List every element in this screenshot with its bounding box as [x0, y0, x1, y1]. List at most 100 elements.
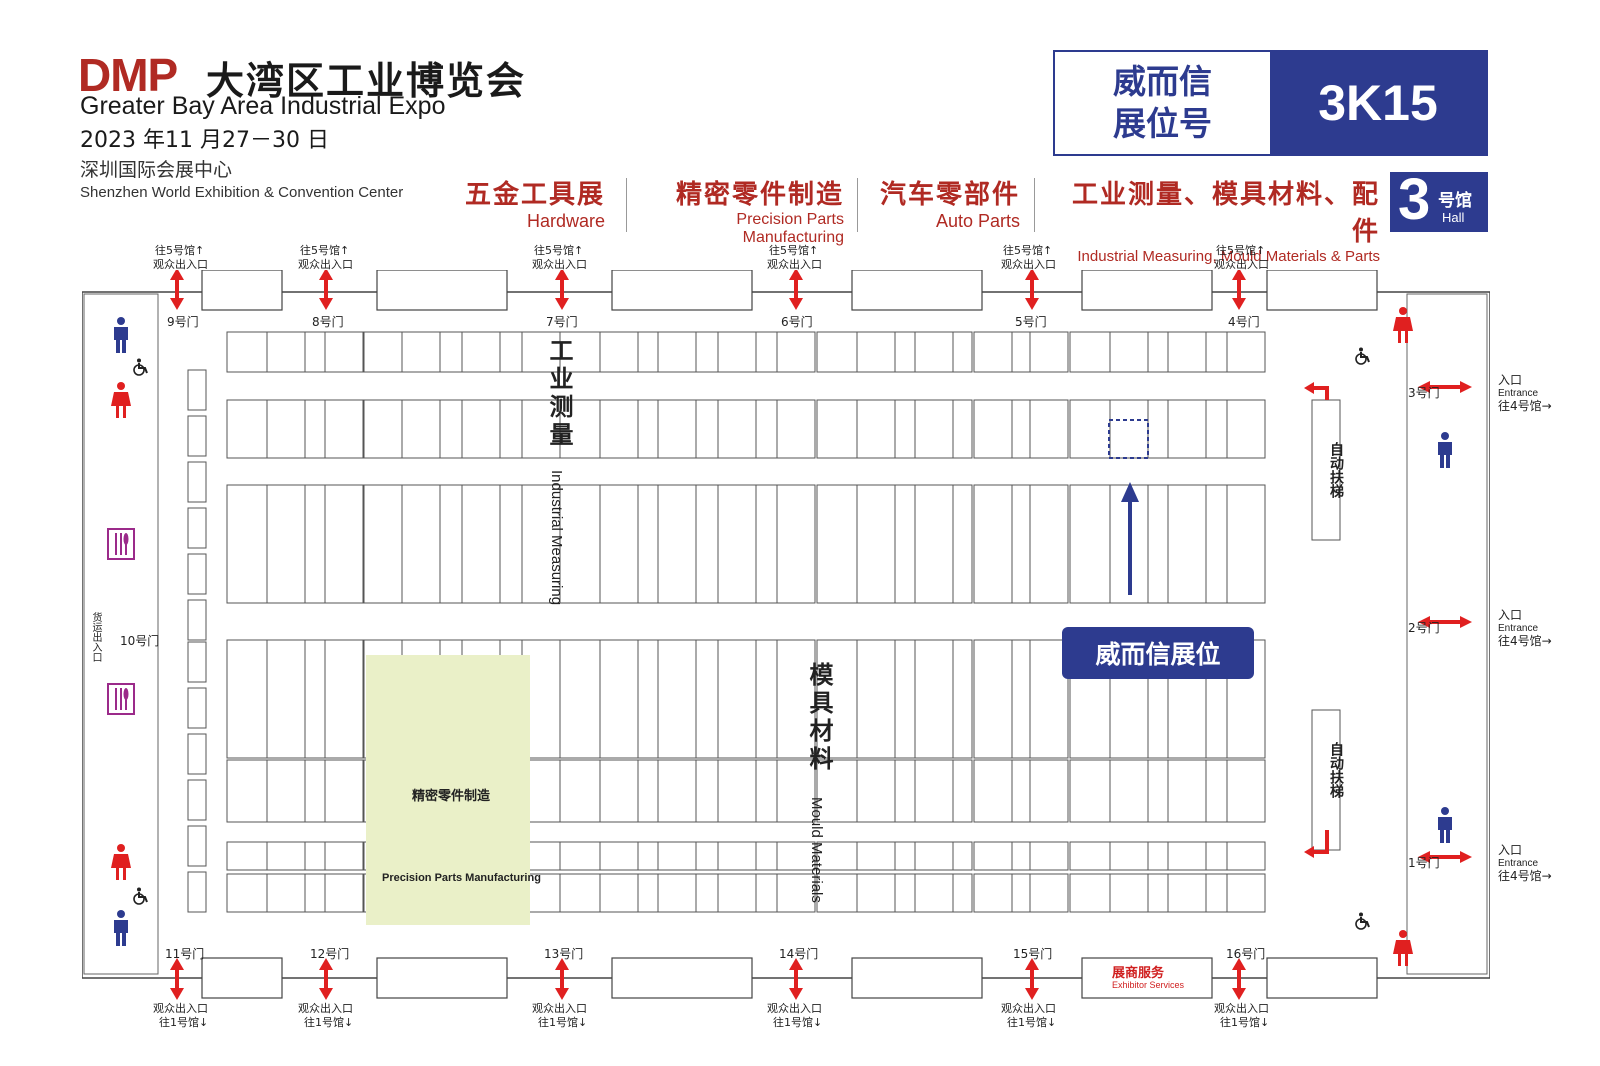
expo-title-en: Greater Bay Area Industrial Expo	[80, 92, 446, 120]
booth-block	[856, 639, 896, 759]
booth-block	[973, 873, 1013, 913]
booth-block	[914, 873, 954, 913]
booth-block	[973, 331, 1013, 373]
bottom-door-number: 14号门	[779, 947, 819, 961]
top-door-number: 8号门	[312, 315, 344, 329]
booth-number-box: 威而信 展位号 3K15	[1053, 50, 1488, 156]
double-arrow-icon	[1418, 381, 1430, 393]
booth-block	[1226, 399, 1266, 459]
booth-block	[187, 733, 207, 775]
wheelchair-icon	[1352, 345, 1374, 367]
booth-block	[559, 331, 601, 373]
top-door-dest: 往5号馆↑	[1216, 244, 1266, 257]
booth-block	[973, 399, 1013, 459]
booth-block	[187, 461, 207, 503]
booth-block	[816, 331, 858, 373]
booth-block	[401, 399, 441, 459]
hall-en: Hall	[1442, 210, 1465, 225]
bottom-door-number: 11号门	[165, 947, 205, 961]
booth-block	[1029, 399, 1069, 459]
booth-block	[324, 639, 364, 759]
service-building	[611, 957, 753, 999]
venue-en: Shenzhen World Exhibition & Convention C…	[80, 184, 404, 201]
top-door-exit: 观众出入口	[1214, 258, 1269, 271]
bottom-door-dest: 往1号馆↓	[159, 1016, 209, 1029]
service-building	[1081, 270, 1213, 311]
double-arrow-icon	[1025, 298, 1039, 310]
booth-block	[599, 759, 639, 823]
entrance-dest: 往4号馆→	[1498, 869, 1552, 883]
top-door-exit: 观众出入口	[532, 258, 587, 271]
double-arrow-icon	[1460, 616, 1472, 628]
booth-block	[1069, 841, 1111, 871]
booth-block	[187, 687, 207, 729]
category-hardware: 五金工具展 Hardware	[455, 174, 605, 232]
booth-block	[363, 399, 405, 459]
booth-block	[559, 873, 601, 913]
service-building	[1266, 957, 1378, 999]
booth-block	[657, 399, 697, 459]
bottom-door-dest: 往1号馆↓	[773, 1016, 823, 1029]
booth-block	[717, 759, 757, 823]
cargo-entrance-label: 货运出入口	[90, 612, 101, 662]
double-arrow-icon	[555, 298, 569, 310]
booth-block	[1029, 759, 1069, 823]
zone-label-industrial-en: Industrial Measuring	[548, 470, 565, 606]
booth-block	[1226, 484, 1266, 604]
booth-block	[226, 331, 268, 373]
double-arrow-icon	[1232, 958, 1246, 970]
expo-date: 2023 年11 月27－30 日	[80, 128, 329, 153]
booth-block	[914, 639, 954, 759]
double-arrow-icon	[319, 988, 333, 1000]
double-arrow-icon	[555, 988, 569, 1000]
category-industrial: 工业测量、模具材料、配件 Industrial Measuring, Mould…	[1045, 174, 1380, 265]
female-restroom-icon	[108, 380, 134, 420]
booth-callout: 威而信展位	[1062, 627, 1254, 679]
booth-label-line2: 展位号	[1113, 104, 1212, 143]
booth-block	[973, 759, 1013, 823]
booth-block	[559, 841, 601, 871]
booth-block	[1167, 759, 1207, 823]
booth-block	[266, 639, 306, 759]
hall-outline	[82, 291, 1490, 979]
booth-block	[657, 873, 697, 913]
booth-block	[973, 841, 1013, 871]
booth-block	[856, 841, 896, 871]
booth-block	[226, 873, 268, 913]
booth-block	[461, 331, 501, 373]
booth-block	[1167, 873, 1207, 913]
floor-plan: 工业测量 Industrial Measuring 模具材料 Mould Mat…	[82, 270, 1490, 1000]
double-arrow-icon	[789, 988, 803, 1000]
precision-zone	[366, 655, 530, 925]
escalator-arrow	[1310, 830, 1329, 854]
booth-block	[521, 331, 561, 373]
booth-block	[1226, 841, 1266, 871]
double-arrow-icon	[170, 298, 184, 310]
booth-label-line1: 威而信	[1113, 62, 1212, 101]
booth-block	[187, 641, 207, 683]
category-cn: 汽车零部件	[879, 180, 1020, 210]
bottom-door-exit: 观众出入口	[153, 1002, 208, 1015]
booth-block	[776, 639, 816, 759]
top-door-number: 4号门	[1228, 315, 1260, 329]
category-en: Hardware	[526, 211, 605, 231]
wheelchair-icon	[130, 885, 152, 907]
bottom-door-number: 13号门	[544, 947, 584, 961]
entrance-cn: 入口	[1498, 373, 1523, 387]
double-arrow-icon	[1418, 616, 1430, 628]
booth-block	[266, 873, 306, 913]
booth-block	[324, 331, 364, 373]
booth-label: 威而信 展位号	[1055, 52, 1270, 154]
top-door-exit: 观众出入口	[298, 258, 353, 271]
double-arrow-icon	[1232, 298, 1246, 310]
booth-block	[187, 871, 207, 913]
booth-block	[717, 399, 757, 459]
male-restroom-icon	[108, 315, 134, 355]
booth-block	[657, 841, 697, 871]
booth-block	[1109, 331, 1149, 373]
booth-block	[266, 484, 306, 604]
double-arrow-icon	[1025, 958, 1039, 970]
booth-block	[599, 331, 639, 373]
booth-block	[856, 331, 896, 373]
double-arrow-icon	[170, 958, 184, 970]
